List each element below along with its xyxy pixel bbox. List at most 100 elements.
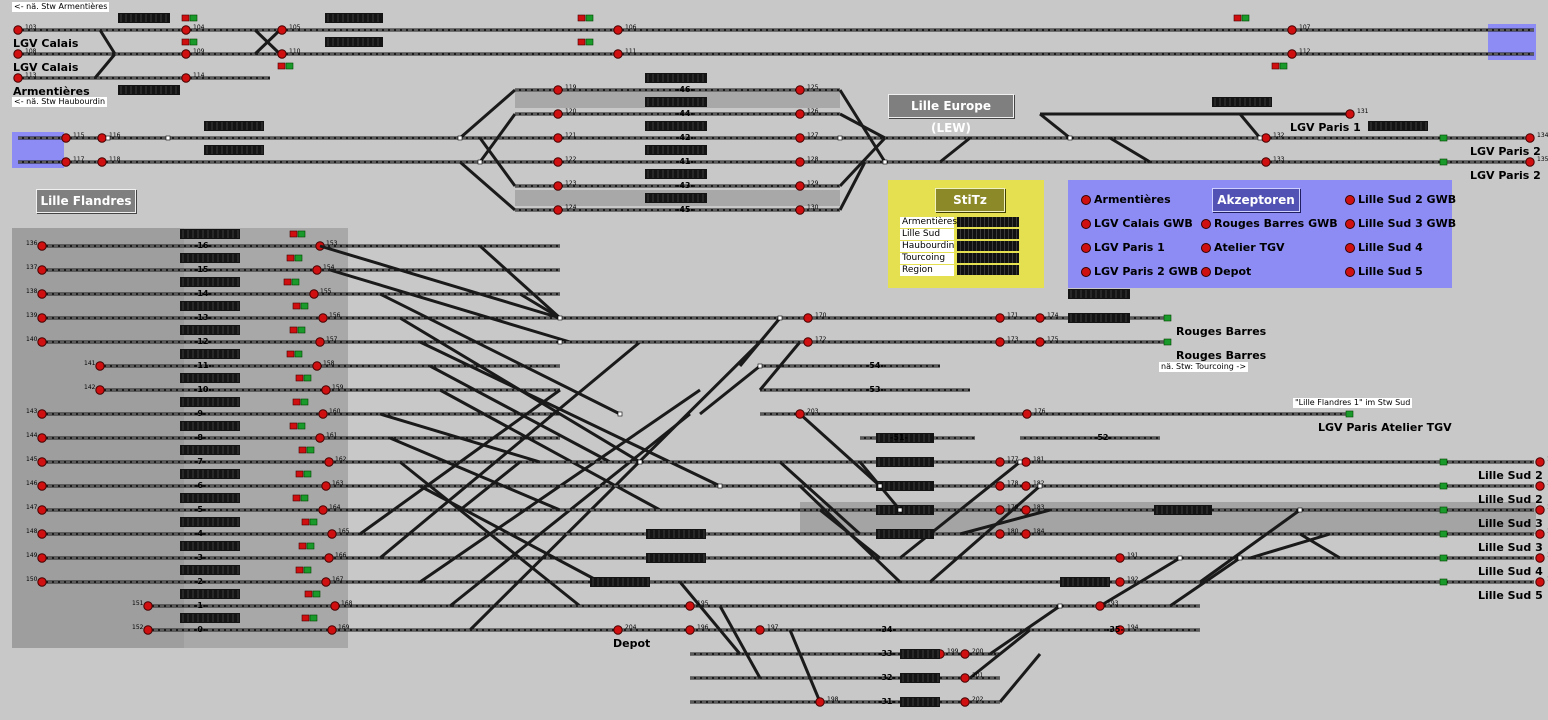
signal[interactable] [324, 457, 334, 467]
signal[interactable] [327, 529, 337, 539]
signal[interactable] [795, 409, 805, 419]
akzeptor-item[interactable]: Lille Sud 4 [1345, 241, 1423, 255]
signal[interactable] [1115, 625, 1125, 635]
buffer-stop-signal[interactable] [37, 289, 47, 299]
switch-point[interactable] [717, 483, 723, 489]
buffer-stop-signal[interactable] [37, 553, 47, 563]
signal[interactable] [1287, 25, 1297, 35]
akzeptor-item[interactable]: Depot [1201, 265, 1251, 279]
signal[interactable] [318, 505, 328, 515]
signal[interactable] [312, 361, 322, 371]
signal[interactable] [685, 625, 695, 635]
signal[interactable] [795, 205, 805, 215]
signal[interactable] [1261, 157, 1271, 167]
signal[interactable] [324, 553, 334, 563]
signal[interactable] [803, 337, 813, 347]
signal[interactable] [1535, 505, 1545, 515]
buffer-stop-signal[interactable] [37, 409, 47, 419]
signal[interactable] [995, 505, 1005, 515]
buffer-stop-signal[interactable] [37, 433, 47, 443]
akzeptor-item[interactable]: LGV Calais GWB [1081, 217, 1193, 231]
signal[interactable] [553, 109, 563, 119]
signal[interactable] [13, 73, 23, 83]
signal[interactable] [995, 313, 1005, 323]
switch-point[interactable] [105, 135, 111, 141]
buffer-stop-signal[interactable] [37, 313, 47, 323]
signal[interactable] [1535, 553, 1545, 563]
signal[interactable] [1535, 577, 1545, 587]
signal[interactable] [312, 265, 322, 275]
signal[interactable] [1035, 337, 1045, 347]
signal[interactable] [553, 205, 563, 215]
signal[interactable] [321, 385, 331, 395]
switch-point[interactable] [757, 363, 763, 369]
signal[interactable] [318, 409, 328, 419]
signal[interactable] [97, 133, 107, 143]
akzeptoren-title[interactable]: Akzeptoren [1212, 188, 1300, 212]
signal[interactable] [277, 25, 287, 35]
signal[interactable] [795, 157, 805, 167]
signal[interactable] [995, 481, 1005, 491]
buffer-stop-signal[interactable] [95, 385, 105, 395]
stitz-indicator[interactable] [957, 217, 1019, 227]
stitz-indicator[interactable] [957, 241, 1019, 251]
switch-point[interactable] [877, 483, 883, 489]
switch-point[interactable] [1017, 459, 1023, 465]
signal[interactable] [330, 601, 340, 611]
akzeptor-item[interactable]: Armentières [1081, 193, 1171, 207]
signal[interactable] [1022, 409, 1032, 419]
buffer-stop-signal[interactable] [143, 625, 153, 635]
signal[interactable] [315, 337, 325, 347]
signal[interactable] [181, 73, 191, 83]
signal[interactable] [309, 289, 319, 299]
switch-point[interactable] [1297, 507, 1303, 513]
signal[interactable] [13, 49, 23, 59]
signal[interactable] [755, 625, 765, 635]
switch-point[interactable] [637, 459, 643, 465]
signal[interactable] [318, 313, 328, 323]
switch-point[interactable] [557, 315, 563, 321]
signal[interactable] [1535, 529, 1545, 539]
switch-point[interactable] [1067, 135, 1073, 141]
switch-point[interactable] [457, 135, 463, 141]
buffer-stop-signal[interactable] [95, 361, 105, 371]
signal[interactable] [803, 313, 813, 323]
signal[interactable] [97, 157, 107, 167]
akzeptor-item[interactable]: Rouges Barres GWB [1201, 217, 1338, 231]
buffer-stop-signal[interactable] [37, 505, 47, 515]
signal[interactable] [995, 457, 1005, 467]
switch-point[interactable] [617, 411, 623, 417]
signal[interactable] [960, 673, 970, 683]
switch-point[interactable] [1237, 555, 1243, 561]
signal[interactable] [553, 157, 563, 167]
signal[interactable] [995, 529, 1005, 539]
signal[interactable] [321, 577, 331, 587]
signal[interactable] [1345, 109, 1355, 119]
switch-point[interactable] [477, 159, 483, 165]
signal[interactable] [553, 181, 563, 191]
signal[interactable] [1115, 577, 1125, 587]
stitz-indicator[interactable] [957, 229, 1019, 239]
signal[interactable] [13, 25, 23, 35]
signal[interactable] [1525, 133, 1535, 143]
buffer-stop-signal[interactable] [37, 481, 47, 491]
switch-point[interactable] [837, 135, 843, 141]
signal[interactable] [277, 49, 287, 59]
buffer-stop-signal[interactable] [37, 265, 47, 275]
signal[interactable] [795, 85, 805, 95]
buffer-stop-signal[interactable] [37, 457, 47, 467]
switch-point[interactable] [897, 507, 903, 513]
buffer-stop-signal[interactable] [37, 577, 47, 587]
switch-point[interactable] [1177, 555, 1183, 561]
signal[interactable] [1261, 133, 1271, 143]
signal[interactable] [553, 133, 563, 143]
signal[interactable] [995, 337, 1005, 347]
buffer-stop-signal[interactable] [37, 529, 47, 539]
signal[interactable] [1021, 481, 1031, 491]
signal[interactable] [181, 25, 191, 35]
signal[interactable] [1035, 313, 1045, 323]
signal[interactable] [795, 109, 805, 119]
signal[interactable] [795, 133, 805, 143]
switch-point[interactable] [777, 315, 783, 321]
signal[interactable] [181, 49, 191, 59]
